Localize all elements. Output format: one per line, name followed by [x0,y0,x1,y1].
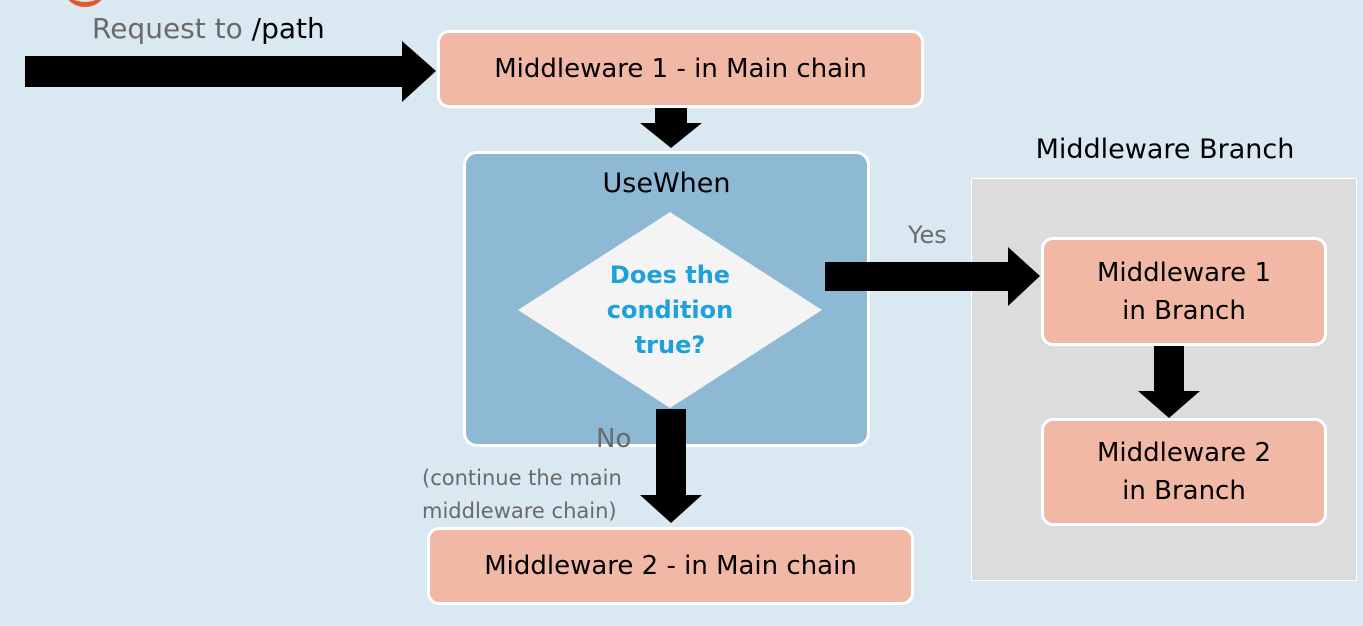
branch-title: Middleware Branch [1035,134,1295,165]
condition-text: Does the condition true? [560,258,780,363]
branch-mw1-line-1: Middleware 1 [1096,257,1271,288]
condition-line-1: Does the [609,261,731,289]
no-note-line-2: middleware chain) [422,499,617,523]
middleware-1-main-label: Middleware 1 - in Main chain [494,54,867,84]
logo-fragment [62,0,108,7]
middleware-2-branch: Middleware 2 in Branch [1041,418,1327,526]
condition-diamond [518,212,822,408]
usewhen-title: UseWhen [602,168,731,199]
middleware-1-main: Middleware 1 - in Main chain [437,30,924,108]
branch-mw2-line-1: Middleware 2 [1096,438,1271,468]
condition-line-3: true? [634,331,706,359]
no-note: (continue the main middleware chain) [422,462,622,528]
yes-arrow [825,247,1040,306]
request-arrow [25,41,436,102]
down-arrow-branch [1138,345,1200,418]
middleware-1-branch: Middleware 1 in Branch [1041,237,1327,346]
request-prefix: Request to [92,12,243,45]
no-note-line-1: (continue the main [422,466,622,490]
no-arrow [640,409,702,523]
branch-mw2-line-2: in Branch [1122,476,1246,506]
middleware-2-main-label: Middleware 2 - in Main chain [484,551,857,581]
down-arrow-main-1 [640,102,702,148]
condition-line-2: condition [606,296,734,324]
request-path: /path [251,12,325,45]
no-label: No [596,424,632,454]
request-label: Request to /path [92,12,325,45]
yes-label: Yes [908,221,947,249]
middleware-2-main: Middleware 2 - in Main chain [427,527,914,605]
branch-mw1-line-2: in Branch [1122,295,1246,326]
